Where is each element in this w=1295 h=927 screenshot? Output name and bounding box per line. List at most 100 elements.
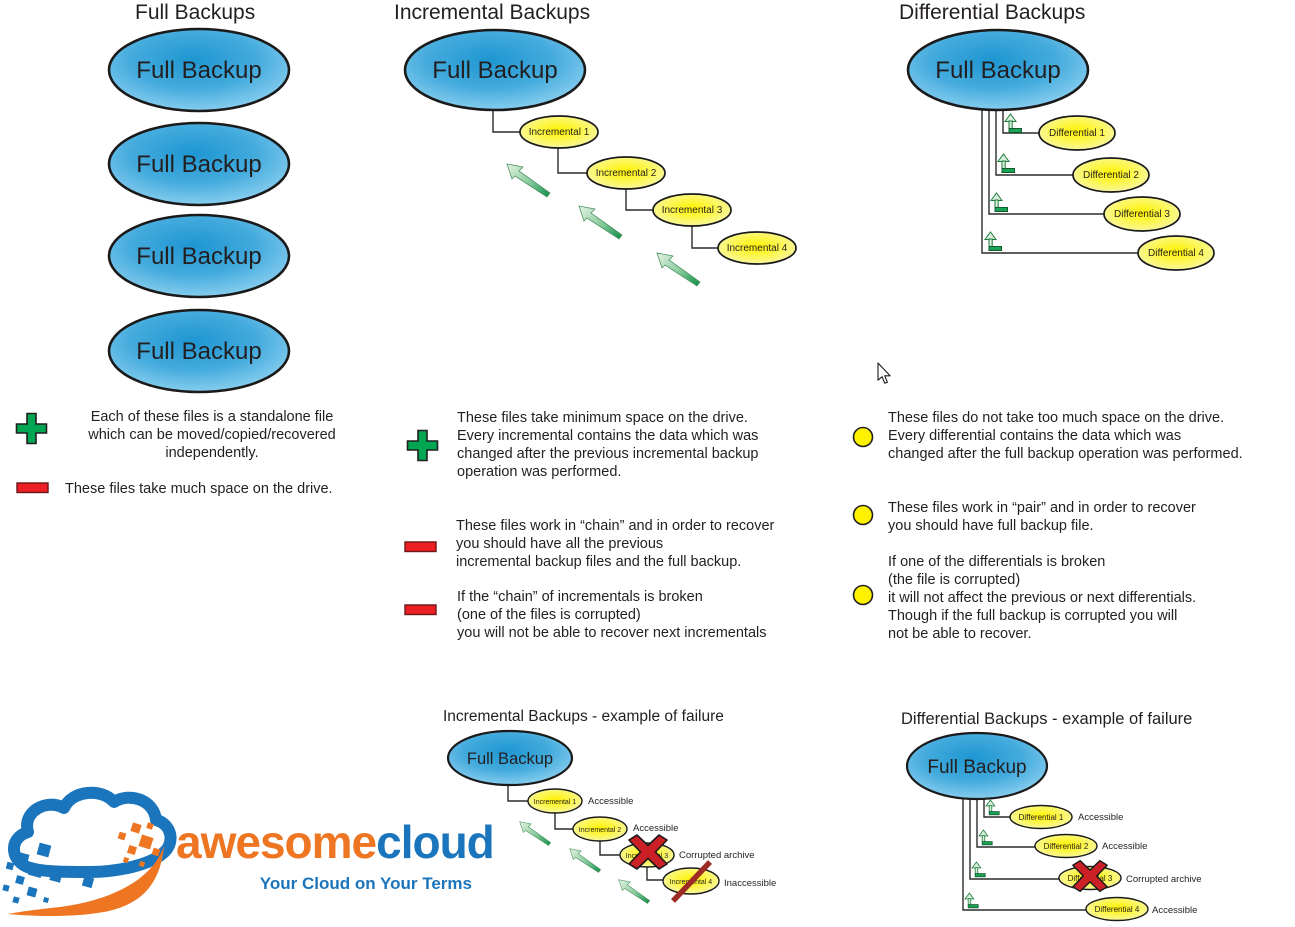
full-backup-ellipse (107, 308, 291, 394)
differential-node-label: Differential 1 (1049, 128, 1105, 139)
yellow-circle-icon (852, 584, 874, 611)
full-pro-note: Each of these files is a standalone file… (88, 409, 336, 461)
full-con-note: These files take much space on the drive… (65, 481, 333, 497)
logo-pixel-squares-orange (117, 822, 161, 868)
differential-node (1034, 833, 1098, 859)
incremental-con-note-1: These files work in “chain” and in order… (456, 518, 775, 570)
full-backup-ellipse (905, 731, 1049, 801)
full-backup-label: Full Backup (136, 57, 261, 84)
logo-pixel-squares-blue (2, 842, 95, 904)
incremental-node (586, 156, 666, 190)
differential-backups-title: Differential Backups (899, 1, 1086, 24)
l-return-arrow-icon (997, 153, 1015, 173)
logo-brand-cloud: cloud (376, 816, 495, 868)
status-label: Accessible (588, 796, 633, 807)
incremental-failure-diagram: Full Backup Incremental 1 Incremental 2 … (446, 729, 776, 904)
differential-node-label: Differential 2 (1083, 170, 1139, 181)
incremental-backups-diagram: Full Backup Incremental 1 Incremental 2 … (403, 28, 797, 287)
l-return-arrow-icon (990, 192, 1008, 212)
differential-node-label: Differential 3 (1114, 209, 1170, 220)
logo-swoosh (8, 846, 164, 916)
incremental-node-label: Incremental 4 (727, 243, 788, 254)
differential-failure-diagram: Full Backup Differential 1 Differential … (905, 731, 1202, 922)
differential-node (1085, 896, 1149, 922)
incremental-node (527, 788, 583, 814)
minus-icon (404, 540, 437, 558)
incremental-node-label: Incremental 1 (529, 127, 590, 138)
up-left-arrow-icon (506, 163, 551, 198)
incremental-node (717, 231, 797, 265)
differential-node (1072, 157, 1150, 193)
l-return-arrow-icon (971, 861, 986, 878)
differential-node-label: Differential 4 (1095, 905, 1140, 914)
minus-icon (16, 481, 49, 499)
minus-icon (404, 603, 437, 621)
incremental-failure-title: Incremental Backups - example of failure (443, 708, 724, 725)
up-left-arrow-icon (618, 879, 650, 904)
full-backup-label: Full Backup (432, 57, 557, 84)
status-label: Accessible (1078, 812, 1123, 823)
plus-icon (15, 412, 48, 450)
full-backup-ellipse (107, 213, 291, 299)
red-slash-icon (671, 860, 712, 903)
plus-icon (406, 429, 439, 467)
incremental-node (572, 816, 628, 842)
full-backup-label: Full Backup (935, 57, 1060, 84)
up-left-arrow-icon (656, 252, 701, 287)
status-label: Accessible (633, 823, 678, 834)
differential-backups-diagram: Full Backup Differential 1 Differential … (906, 28, 1215, 271)
incremental-con-note-2: If the “chain” of incrementals is broken… (457, 589, 767, 641)
incremental-node-label: Incremental 2 (579, 827, 622, 834)
differential-node (1103, 196, 1181, 232)
differential-note-3: If one of the differentials is broken (t… (888, 554, 1197, 642)
l-return-arrow-icon (978, 829, 993, 846)
status-label: Corrupted archive (679, 850, 755, 861)
differential-failure-title: Differential Backups - example of failur… (901, 710, 1193, 728)
l-return-arrow-icon (964, 892, 979, 909)
full-backup-ellipse (107, 27, 291, 113)
full-backups-diagram: Full Backup Full Backup Full Backup Full… (107, 27, 291, 394)
status-label: Accessible (1152, 905, 1197, 916)
differential-node (1009, 804, 1073, 830)
l-return-arrow-icon (1004, 113, 1022, 133)
differential-note-2: These files work in “pair” and in order … (888, 500, 1196, 534)
full-backup-label: Full Backup (136, 151, 261, 178)
awesomecloud-cloud-graphic (2, 786, 177, 916)
mouse-cursor (877, 362, 891, 384)
differential-node (1137, 235, 1215, 271)
full-backups-title: Full Backups (135, 1, 256, 24)
status-label: Corrupted archive (1126, 874, 1202, 885)
differential-node-label: Differential 2 (1044, 842, 1089, 851)
yellow-circle-icon (852, 426, 874, 453)
status-label: Accessible (1102, 841, 1147, 852)
l-return-arrow-icon (984, 231, 1002, 251)
incremental-node-label: Incremental 1 (534, 799, 577, 806)
logo-brand-awesome: awesome (176, 816, 377, 868)
l-return-arrow-icon (985, 799, 1000, 816)
yellow-circle-icon (852, 504, 874, 531)
full-backup-ellipse (107, 121, 291, 207)
differential-node-label: Differential 4 (1148, 248, 1204, 259)
full-backup-label: Full Backup (927, 757, 1026, 778)
incremental-node-label: Incremental 2 (596, 168, 657, 179)
full-backup-ellipse (446, 729, 574, 787)
full-backup-label: Full Backup (136, 338, 261, 365)
differential-note-1: These files do not take too much space o… (888, 410, 1243, 462)
incremental-pro-note: These files take minimum space on the dr… (457, 410, 759, 480)
incremental-node (652, 193, 732, 227)
full-backup-ellipse (906, 28, 1090, 112)
full-backup-ellipse (403, 28, 587, 112)
logo-cloud-outline (8, 786, 177, 878)
up-left-arrow-icon (519, 821, 551, 846)
up-left-arrow-icon (569, 848, 601, 873)
incremental-node (519, 115, 599, 149)
full-backup-label: Full Backup (467, 750, 553, 768)
status-label: Inaccessible (724, 878, 776, 889)
incremental-node-label: Incremental 3 (662, 205, 723, 216)
incremental-backups-title: Incremental Backups (394, 1, 591, 24)
differential-node (1038, 115, 1116, 151)
differential-node-label: Differential 1 (1019, 813, 1064, 822)
full-backup-label: Full Backup (136, 243, 261, 270)
